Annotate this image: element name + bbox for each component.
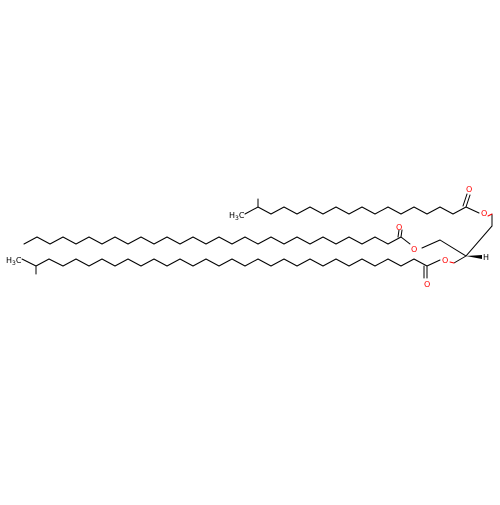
- stereo-wedge-bond: [466, 255, 482, 259]
- chain-2-bonds: [23, 229, 441, 249]
- chain-2-backbone: [23, 236, 402, 245]
- chain-3-terminal-methyl: H3C: [6, 256, 22, 267]
- chain-1-bonds: [244, 193, 493, 227]
- glycerol-ch-to-o-bottom: [453, 255, 467, 264]
- chain-1-ester-o-tint: [487, 213, 493, 217]
- chain-1-carbonyl-single: [465, 194, 471, 208]
- chain-3-backbone: [21, 258, 428, 267]
- chain-2-carbonyl-oxygen: O: [396, 223, 402, 232]
- chain-1-ester-c-o: [465, 206, 480, 214]
- chain-1-carbonyl-oxygen: O: [466, 185, 472, 194]
- chain-3-bonds: [21, 258, 441, 279]
- chain-2-carbonyl-single: [400, 229, 403, 238]
- chain-2-ester-oxygen: O: [411, 245, 417, 254]
- chain-3-ester-oxygen: O: [442, 256, 448, 265]
- chain-3-ester-o-tint: [449, 261, 455, 264]
- chain-2-carbonyl-double: [397, 229, 400, 238]
- glycerol-ch2-top-to-ch: [465, 225, 493, 257]
- chain-3-ester-c-o: [426, 259, 441, 267]
- glycerol-ch-to-ch2-mid: [439, 239, 467, 257]
- glycerol-backbone: [439, 225, 493, 264]
- chain-1-backbone: [244, 206, 467, 215]
- atom-labels: H3C O O O O H3C O O H: [6, 185, 489, 289]
- oxygen-bond-tints: [449, 213, 493, 264]
- chain-1-carbonyl-double: [462, 193, 468, 207]
- chain-1-terminal-methyl: H3C: [229, 211, 245, 222]
- chain-2-o-ch2: [421, 239, 441, 249]
- chain-2-ester-c-o: [400, 236, 411, 245]
- chain-3-carbonyl-oxygen: O: [424, 280, 430, 289]
- chain-1-ester-oxygen: O: [481, 209, 487, 218]
- stereo-hydrogen: H: [483, 253, 489, 262]
